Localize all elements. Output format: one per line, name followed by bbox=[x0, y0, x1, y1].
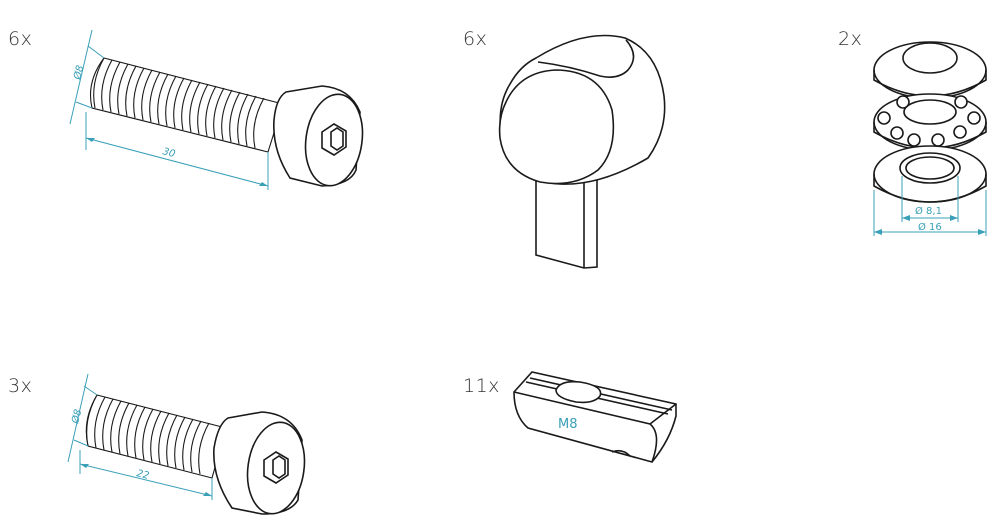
slot-nut-label: M8 bbox=[558, 417, 578, 432]
slot-nut: M8 bbox=[513, 371, 677, 463]
bolt-long-diameter-label: Ø8 bbox=[71, 64, 86, 82]
bolt-short-head bbox=[213, 411, 306, 515]
bolt-long: Ø8 30 bbox=[69, 29, 364, 190]
qty-hammer-head: 6x bbox=[463, 28, 488, 50]
thrust-bearing: Ø 8,1 Ø 16 bbox=[873, 41, 987, 236]
bolt-short-length-label: 22 bbox=[135, 468, 150, 482]
bolt-short-dimensions: Ø8 22 bbox=[67, 373, 213, 500]
qty-thrust-bearing: 2x bbox=[838, 28, 863, 50]
bolt-short-diameter-label: Ø8 bbox=[69, 408, 84, 426]
bearing-inner-diameter-label: Ø 8,1 bbox=[915, 205, 942, 217]
qty-bolt-short: 3x bbox=[8, 375, 33, 397]
bolt-long-dimensions: Ø8 30 bbox=[69, 29, 269, 190]
bolt-long-thread bbox=[89, 57, 284, 153]
bolt-long-head bbox=[273, 85, 364, 187]
bolt-short: Ø8 22 bbox=[67, 373, 306, 515]
qty-bolt-long: 6x bbox=[8, 28, 33, 50]
qty-slot-nut: 11x bbox=[463, 375, 500, 397]
bolt-short-thread bbox=[85, 394, 227, 479]
bearing-outer-diameter-label: Ø 16 bbox=[918, 221, 942, 233]
bolt-long-length-label: 30 bbox=[161, 146, 176, 160]
hammer-head bbox=[498, 34, 666, 269]
